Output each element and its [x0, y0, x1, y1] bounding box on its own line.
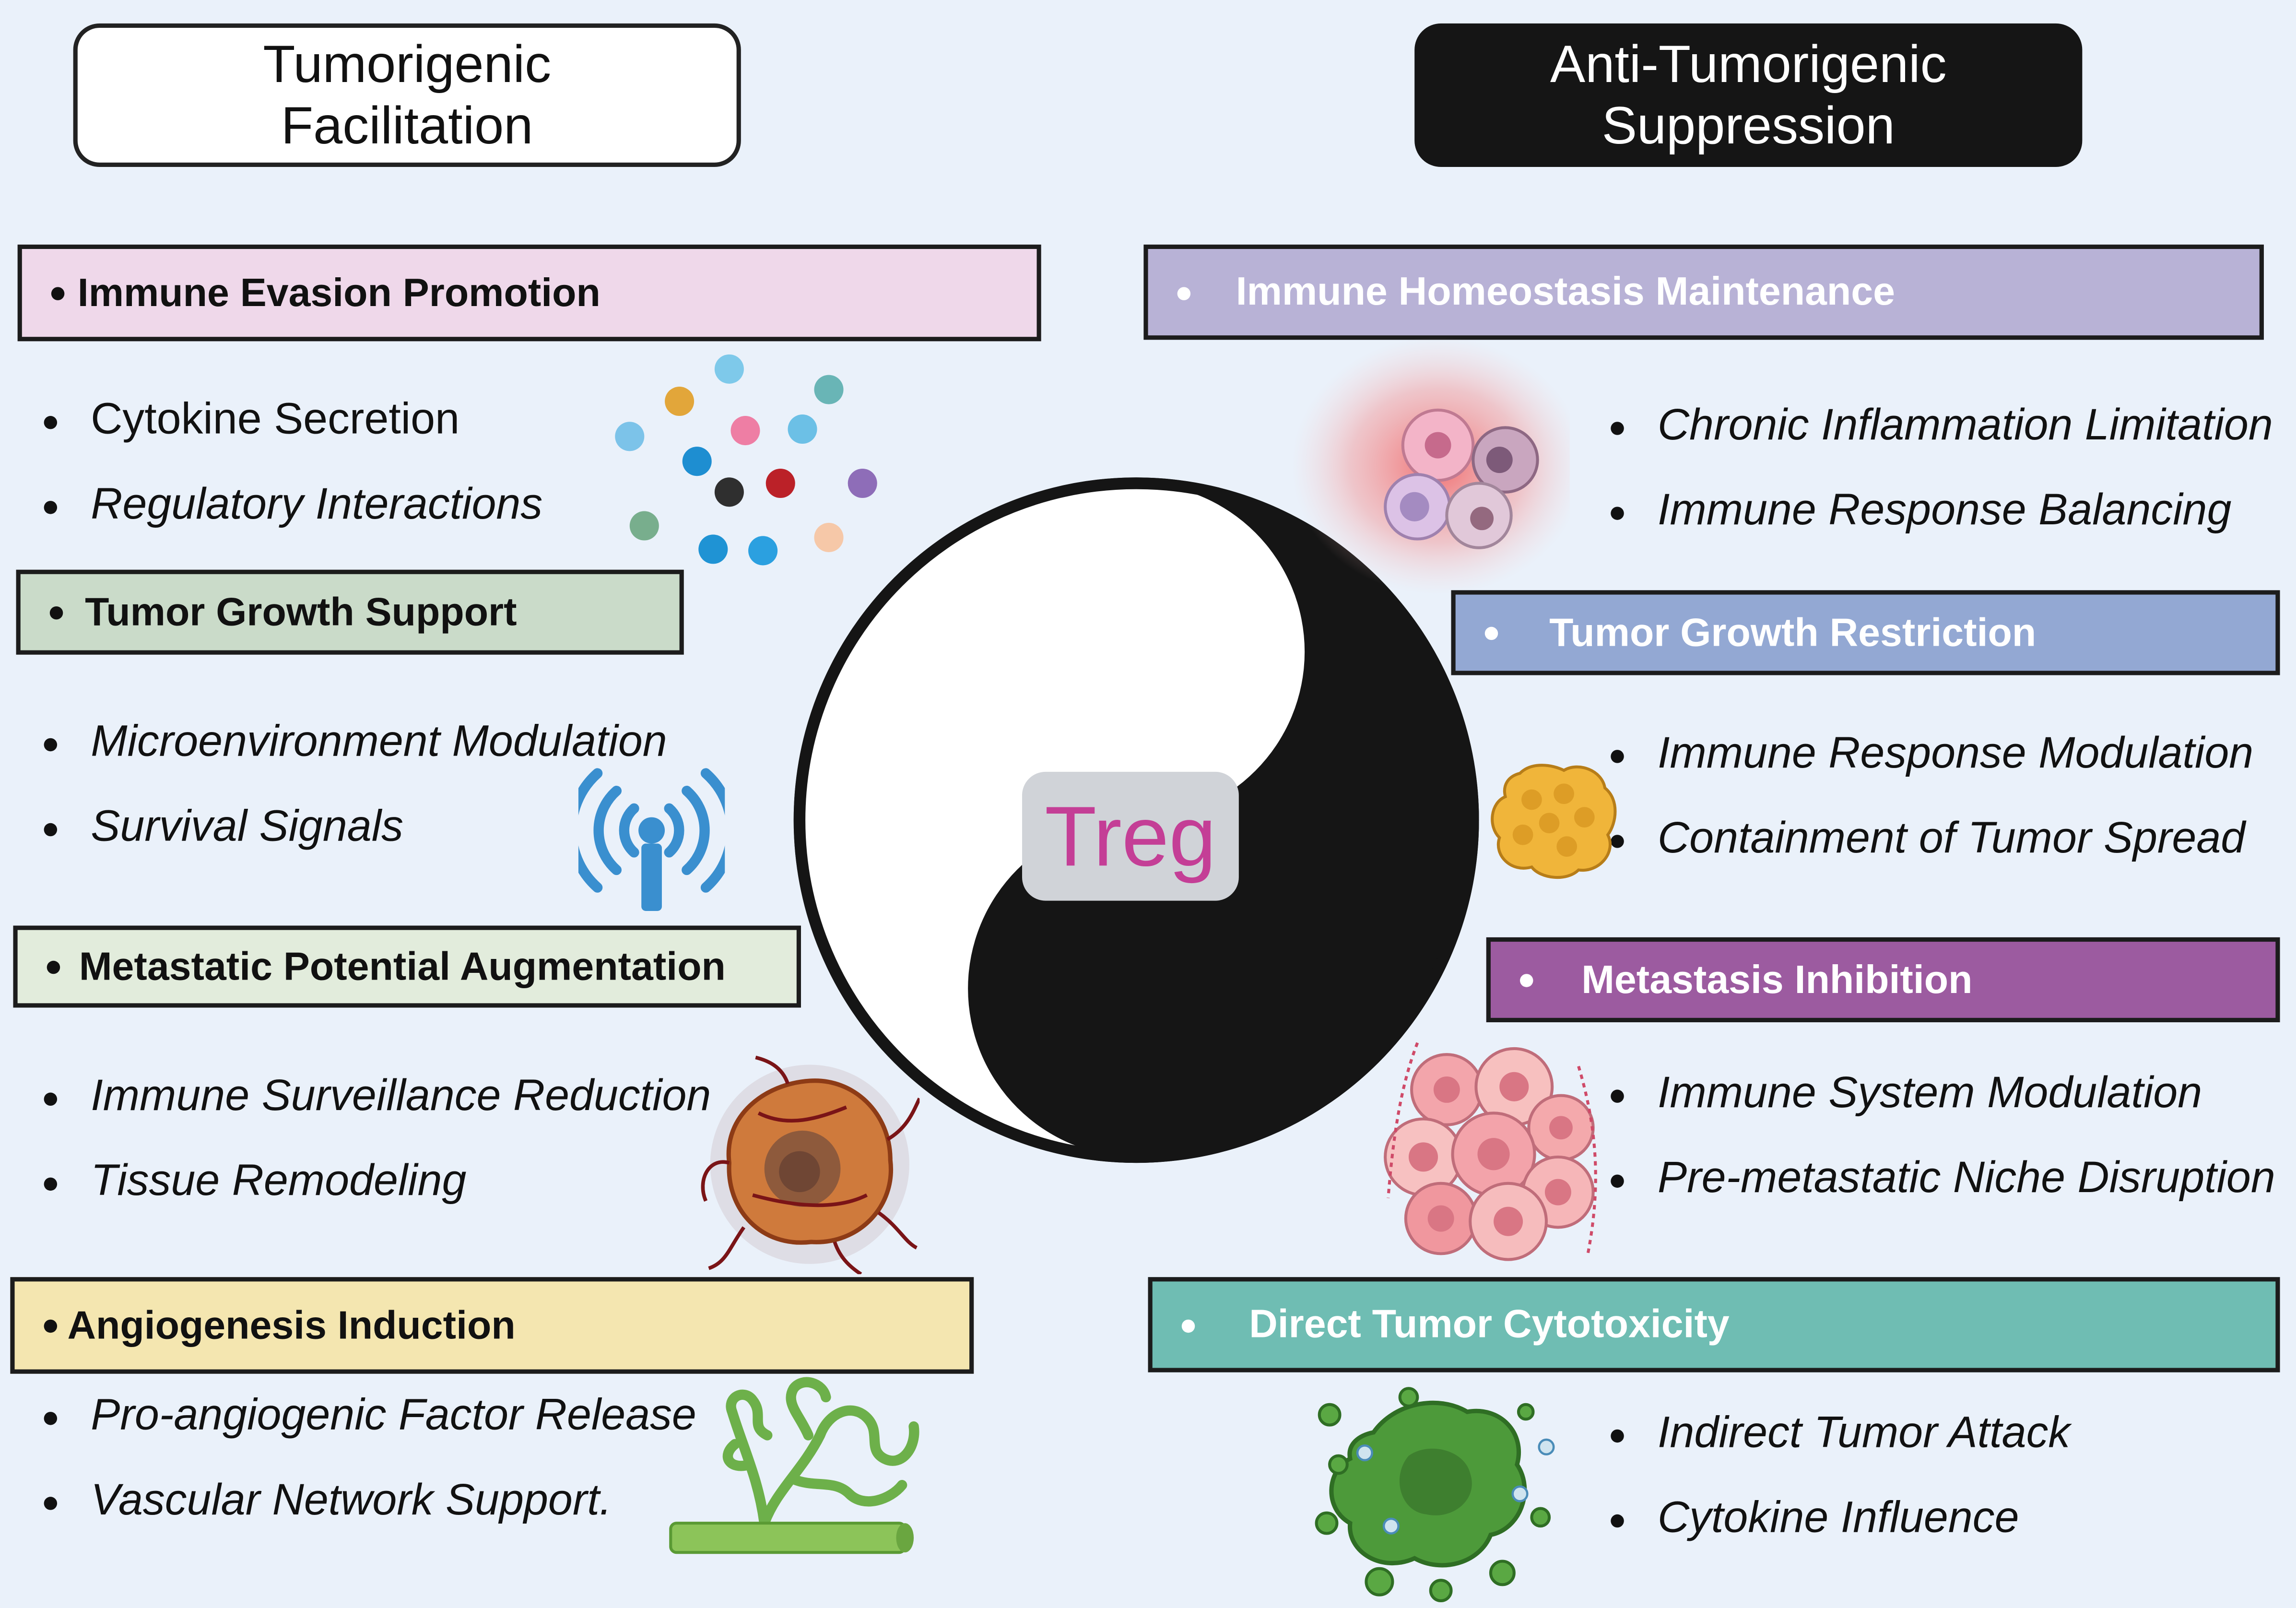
list-item: Regulatory Interactions: [41, 480, 542, 530]
list-item: Survival Signals: [41, 803, 403, 852]
cytokine-particles-icon: [615, 354, 877, 566]
list-item: Tissue Remodeling: [41, 1157, 466, 1207]
cytotoxic-cell-icon: [1315, 1387, 1555, 1602]
category-title: Metastasis Inhibition: [1581, 957, 1973, 1001]
category-direct-tumor-cytotoxicity: Direct Tumor Cytotoxicity: [1148, 1277, 2280, 1372]
category-title: Tumor Growth Restriction: [1549, 610, 2037, 654]
treg-label-box: Treg: [1022, 771, 1239, 901]
list-item: Immune Response Modulation: [1608, 729, 2253, 779]
list-item: Cytokine Influence: [1608, 1494, 2019, 1544]
list-item: Vascular Network Support.: [41, 1476, 612, 1526]
metastatic-cells-icon: [1384, 1042, 1597, 1261]
list-item: Containment of Tumor Spread: [1608, 814, 2245, 864]
category-angiogenesis-induction: Angiogenesis Induction: [10, 1277, 974, 1374]
category-tumor-growth-support: Tumor Growth Support: [16, 569, 684, 655]
list-item: Pre-metastatic Niche Disruption: [1608, 1154, 2275, 1204]
list-item: Indirect Tumor Attack: [1608, 1409, 2070, 1459]
category-metastasis-inhibition: Metastasis Inhibition: [1486, 937, 2280, 1022]
category-title: Direct Tumor Cytotoxicity: [1249, 1302, 1730, 1346]
category-title: Metastatic Potential Augmentation: [79, 944, 726, 988]
category-metastatic-potential-augmentation: Metastatic Potential Augmentation: [13, 925, 801, 1008]
necrotic-tumor-icon: [701, 1055, 920, 1275]
category-immune-homeostasis-maintenance: Immune Homeostasis Maintenance: [1143, 244, 2264, 340]
header-tumorigenic-facilitation: Tumorigenic Facilitation: [73, 23, 741, 167]
list-item: Microenvironment Modulation: [41, 718, 667, 768]
category-title: Angiogenesis Induction: [67, 1302, 516, 1347]
category-immune-evasion-promotion: Immune Evasion Promotion: [17, 244, 1041, 342]
list-item: Immune Surveillance Reduction: [41, 1072, 711, 1122]
category-title: Immune Evasion Promotion: [77, 270, 600, 314]
category-tumor-growth-restriction: Tumor Growth Restriction: [1451, 590, 2280, 675]
list-item: Immune System Modulation: [1608, 1069, 2202, 1119]
category-title: Immune Homeostasis Maintenance: [1236, 269, 1896, 314]
tumor-mass-icon: [1491, 764, 1617, 879]
list-item: Pro-angiogenic Factor Release: [41, 1391, 696, 1441]
list-item: Cytokine Secretion: [41, 395, 459, 445]
blood-vessel-icon: [669, 1377, 919, 1554]
category-title: Tumor Growth Support: [85, 589, 517, 634]
treg-label: Treg: [1045, 789, 1216, 884]
header-anti-tumorigenic-suppression: Anti-Tumorigenic Suppression: [1414, 23, 2083, 167]
list-item: Chronic Inflammation Limitation: [1608, 402, 2273, 451]
immune-cells-icon: [1291, 337, 1570, 595]
list-item: Immune Response Balancing: [1608, 486, 2231, 536]
signal-antenna-icon: [578, 768, 725, 911]
